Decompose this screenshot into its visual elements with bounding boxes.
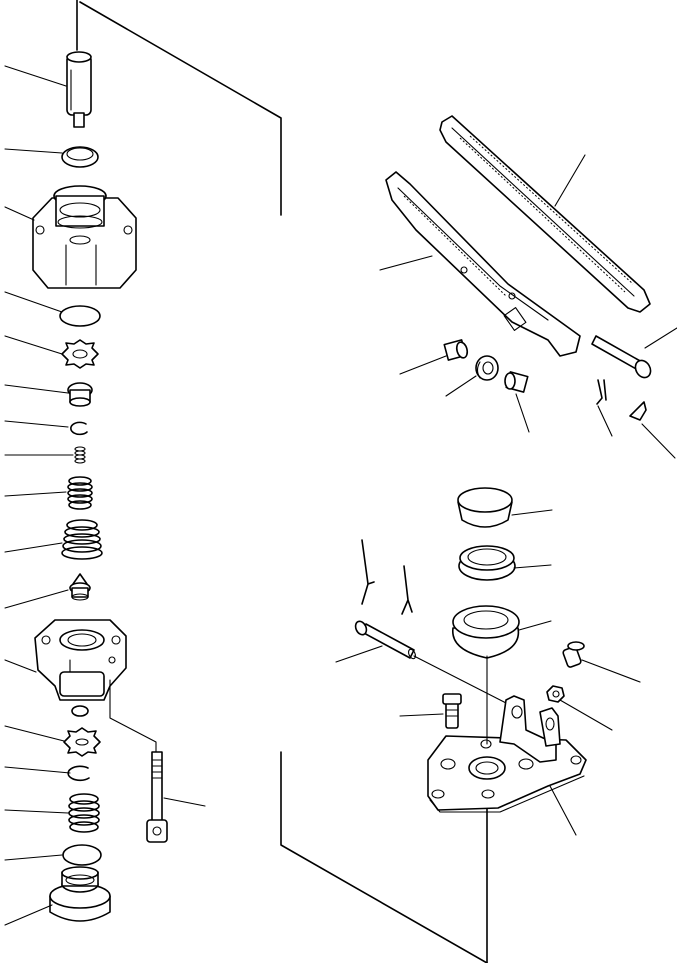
leader-line xyxy=(4,65,67,87)
stopper-bolt-part xyxy=(562,641,585,668)
leader-line xyxy=(581,659,641,683)
leader-line xyxy=(163,797,206,807)
leader-line xyxy=(4,291,63,313)
plunger-part xyxy=(66,51,92,128)
leader-line xyxy=(4,854,63,861)
leader-line xyxy=(109,679,157,753)
leader-line xyxy=(4,659,37,673)
cotter-pin-2-part xyxy=(361,539,375,605)
leader-line xyxy=(549,785,577,836)
roller-part xyxy=(475,355,499,381)
spool-tip-part xyxy=(69,573,91,601)
seal-part xyxy=(61,146,99,168)
medium-spring-part xyxy=(67,476,93,510)
valve-body-upper-part xyxy=(32,185,137,289)
base-bracket-part xyxy=(427,695,587,813)
leader-line xyxy=(4,725,65,742)
leader-line xyxy=(4,335,63,355)
bushing-2-part xyxy=(504,371,529,393)
lock-washer-part xyxy=(61,339,99,369)
lock-washer-lower-part xyxy=(63,727,101,757)
lower-spring-part xyxy=(68,793,100,833)
small-bolt-part xyxy=(442,693,462,729)
leader-line xyxy=(4,206,35,221)
leader-line xyxy=(511,509,553,516)
pedal-pin-part xyxy=(591,335,652,379)
leader-line xyxy=(335,645,383,663)
leader-line xyxy=(4,589,69,609)
o-ring-lower-part xyxy=(62,844,102,866)
pedal-frame-part xyxy=(385,171,581,357)
leader-line xyxy=(4,420,69,428)
o-ring-part xyxy=(59,305,101,327)
leader-line xyxy=(597,405,613,437)
cotter-pin-3-part xyxy=(401,565,413,615)
leader-line xyxy=(4,904,53,926)
leader-line xyxy=(4,809,69,814)
pedal-pad-part xyxy=(439,115,651,313)
leader-line xyxy=(4,491,67,497)
leader-line xyxy=(4,148,63,154)
leader-line xyxy=(445,375,477,397)
large-spring-part xyxy=(61,519,103,560)
leader-line xyxy=(399,713,444,717)
snap-ring-lower-part xyxy=(67,765,90,782)
retainer-part xyxy=(67,382,93,407)
assembly-frame-right xyxy=(280,751,488,963)
clip-part xyxy=(629,401,647,421)
leader-line xyxy=(641,423,676,459)
assembly-frame-left xyxy=(76,0,282,216)
leader-line xyxy=(4,766,71,774)
long-pin-part xyxy=(354,620,416,660)
end-plug-part xyxy=(49,866,111,922)
valve-body-lower-part xyxy=(34,619,127,717)
snap-ring-part xyxy=(70,421,88,436)
cotter-pin-part xyxy=(596,379,607,405)
nut-part xyxy=(546,685,565,703)
leader-line xyxy=(4,542,63,553)
leader-line xyxy=(4,384,69,394)
small-spring-part xyxy=(74,446,86,464)
bushing-part xyxy=(443,339,469,361)
leader-line xyxy=(554,154,586,207)
bolt-part xyxy=(146,751,168,843)
leader-line xyxy=(513,564,552,569)
leader-line xyxy=(559,699,613,731)
leader-line xyxy=(413,655,509,705)
leader-line xyxy=(399,355,447,375)
leader-line xyxy=(518,620,552,631)
seal-ring-part xyxy=(458,545,516,581)
boot-part xyxy=(452,605,520,659)
cap-part xyxy=(457,487,513,528)
leader-line xyxy=(515,393,530,433)
leader-line xyxy=(379,255,433,271)
leader-line xyxy=(644,327,677,349)
